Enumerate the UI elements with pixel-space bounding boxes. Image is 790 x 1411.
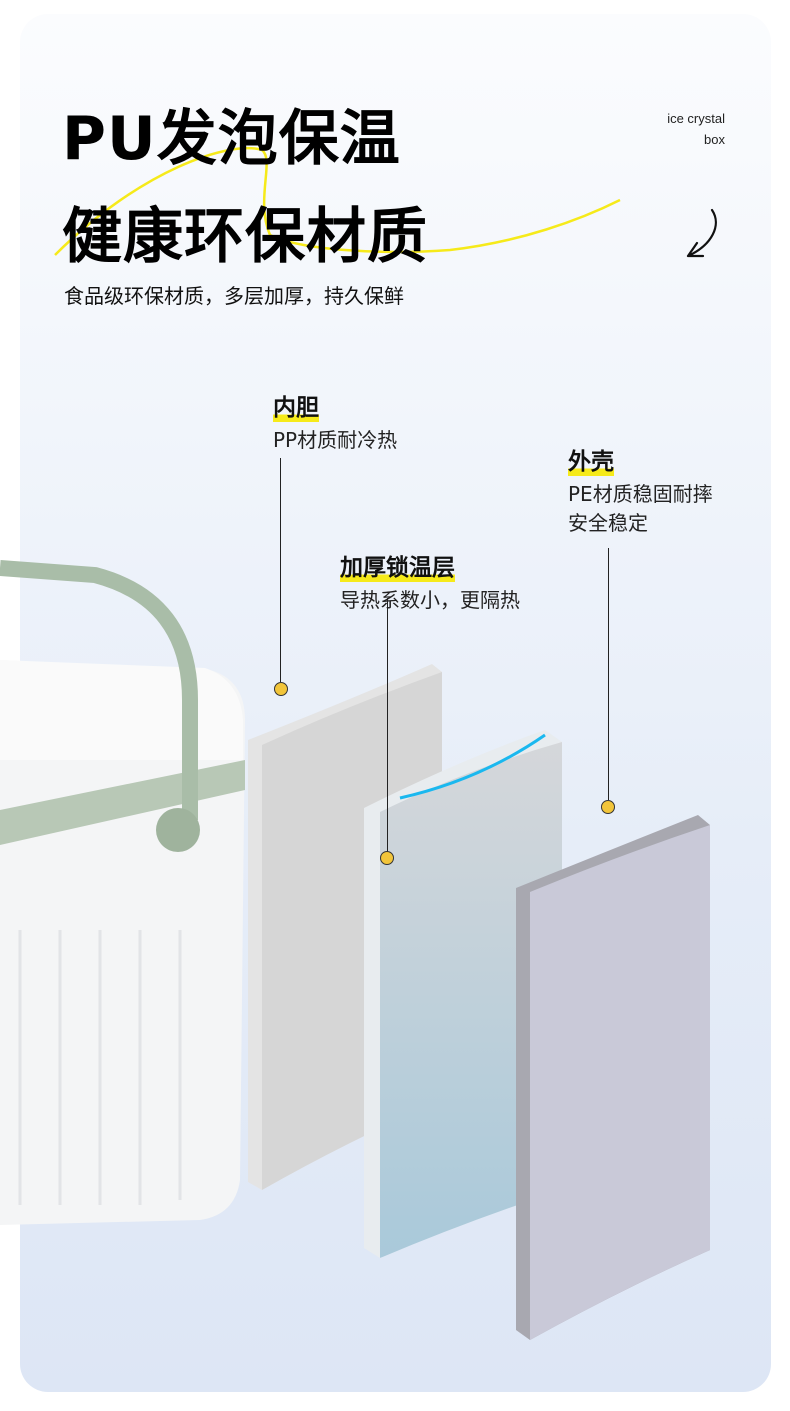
- desc-line-2: 安全稳定: [568, 511, 648, 535]
- label-title: 加厚锁温层: [340, 548, 455, 582]
- label-inner-liner: 内胆 PP材质耐冷热: [273, 388, 397, 455]
- marker-dot: [274, 682, 288, 696]
- label-desc: PE材质稳固耐摔安全稳定: [568, 480, 713, 538]
- label-title: 内胆: [273, 388, 319, 422]
- label-desc: PP材质耐冷热: [273, 428, 398, 452]
- brand-line-1: ice crystal: [667, 111, 725, 126]
- label-insulation: 加厚锁温层 导热系数小，更隔热: [340, 548, 520, 615]
- headline-line-2: 健康环保材质: [62, 202, 428, 272]
- handle: [0, 560, 198, 820]
- desc-line-1: PE材质稳固耐摔: [568, 482, 713, 506]
- yellow-swoosh: [54, 146, 621, 256]
- brand-line-2: box: [704, 132, 725, 147]
- label-outer-shell: 外壳 PE材质稳固耐摔安全稳定: [568, 442, 713, 538]
- marker-dot: [380, 851, 394, 865]
- leader-line: [608, 548, 609, 800]
- arrow-icon: [686, 208, 717, 258]
- headline-line-1: PU发泡保温: [62, 104, 401, 174]
- label-title: 外壳: [568, 442, 614, 476]
- leader-line: [387, 598, 388, 852]
- brand-tag: ice crystal box: [667, 108, 725, 150]
- leader-line: [280, 458, 281, 682]
- outer-shell-panel: [516, 815, 710, 1340]
- marker-dot: [601, 800, 615, 814]
- cooler-box: [0, 560, 245, 1225]
- label-desc: 导热系数小，更隔热: [340, 588, 520, 612]
- subtitle: 食品级环保材质，多层加厚，持久保鲜: [64, 284, 404, 308]
